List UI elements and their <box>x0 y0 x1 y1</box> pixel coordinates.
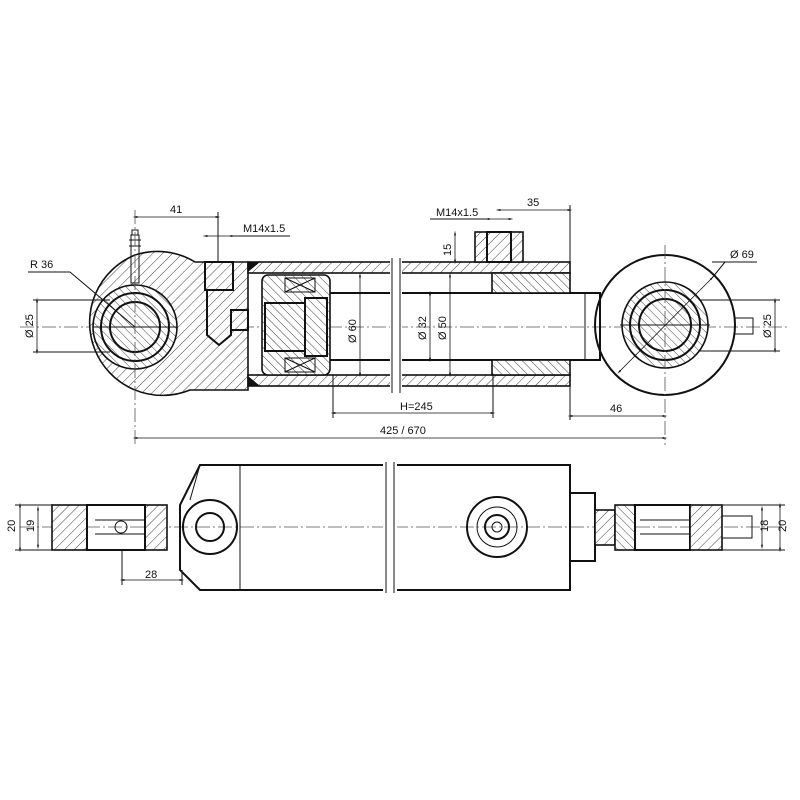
dim-stroke: H=245 <box>400 401 433 413</box>
top-section-view: 41 M14x1.5 35 M14x1.5 15 R 36 Ø 25 Ø 60 … <box>20 197 790 445</box>
dim-dia25-left: Ø 25 <box>24 314 36 338</box>
front-port-outline <box>466 496 528 558</box>
grease-fitting-icon <box>114 520 128 534</box>
piston-seal <box>284 277 316 293</box>
dim-dia60: Ø 60 <box>347 319 359 343</box>
cylinder-body-outline <box>179 464 571 591</box>
dim-19: 19 <box>25 520 37 532</box>
dim-20-left: 20 <box>6 520 18 532</box>
rear-eye-outline <box>182 499 238 555</box>
dim-length: 425 / 670 <box>380 425 426 437</box>
dim-dia32: Ø 32 <box>417 316 429 340</box>
dim-18: 18 <box>759 520 771 532</box>
dim-46: 46 <box>610 403 622 415</box>
dim-20-right: 20 <box>777 520 789 532</box>
dim-41: 41 <box>170 204 182 216</box>
rear-port <box>204 261 234 291</box>
dim-dia69: Ø 69 <box>730 249 754 261</box>
tube-wall-top <box>247 261 571 274</box>
rear-pin-section <box>51 504 88 551</box>
dim-35: 35 <box>527 197 539 209</box>
dim-thread-right: M14x1.5 <box>436 207 478 219</box>
piston <box>261 274 331 376</box>
bottom-outline-view: 20 19 28 18 20 <box>6 460 790 595</box>
rod-pin-section <box>634 504 691 551</box>
gland-bottom <box>491 359 571 376</box>
piston-rod <box>330 292 601 361</box>
dim-28: 28 <box>145 569 157 581</box>
gland-top <box>491 272 571 294</box>
dim-r36: R 36 <box>30 259 53 271</box>
tube-wall-bottom <box>247 374 571 387</box>
dim-15: 15 <box>442 244 454 256</box>
front-port-boss <box>474 231 524 263</box>
dim-dia50: Ø 50 <box>437 316 449 340</box>
dim-dia25-right: Ø 25 <box>762 314 774 338</box>
dim-thread-left: M14x1.5 <box>243 223 285 235</box>
grease-nipple-right-icon <box>734 317 754 335</box>
